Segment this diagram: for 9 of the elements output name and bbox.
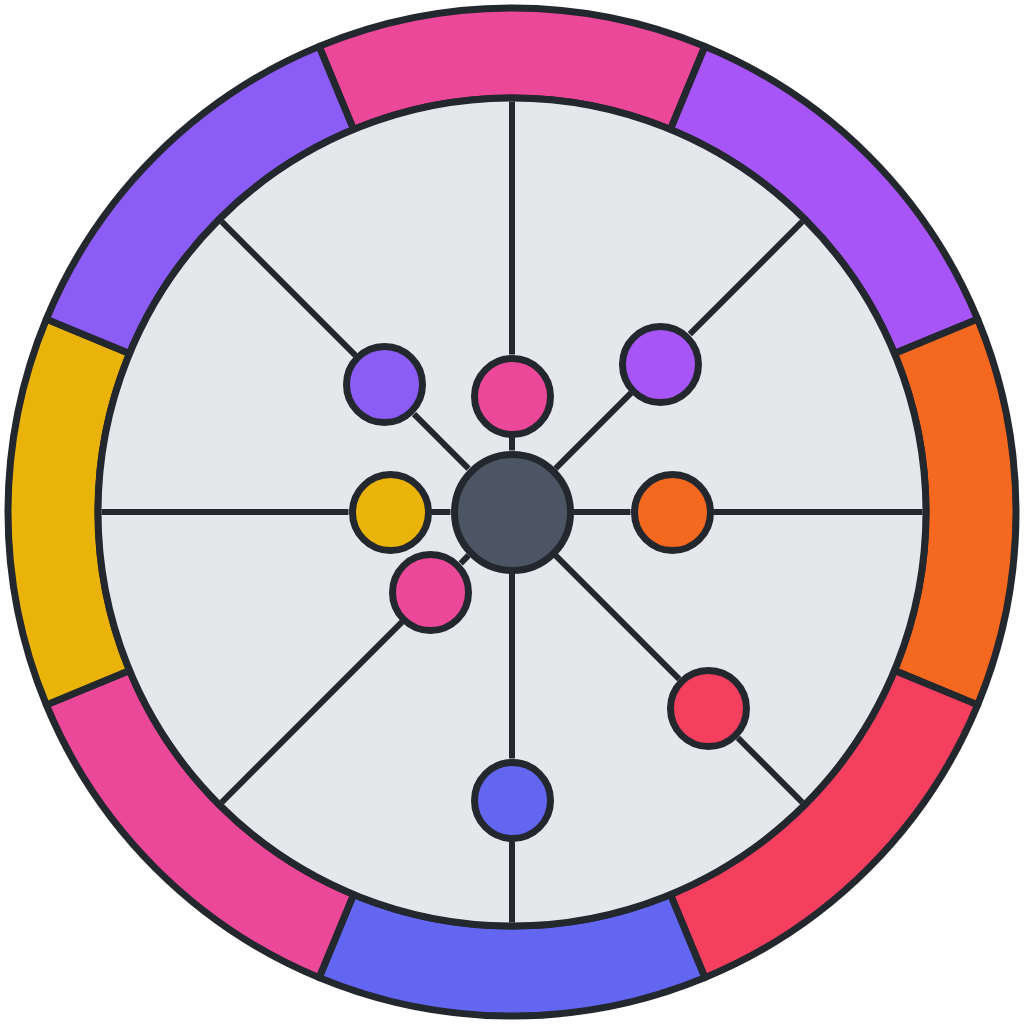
connector-line xyxy=(431,509,451,515)
connector-line xyxy=(411,411,471,471)
connector-line xyxy=(509,437,515,451)
connector-line xyxy=(573,509,631,515)
hub-circle xyxy=(449,449,575,575)
connector-line xyxy=(553,553,682,682)
connector-line xyxy=(553,390,634,471)
connector-line xyxy=(458,553,471,566)
connector-line xyxy=(509,573,515,759)
